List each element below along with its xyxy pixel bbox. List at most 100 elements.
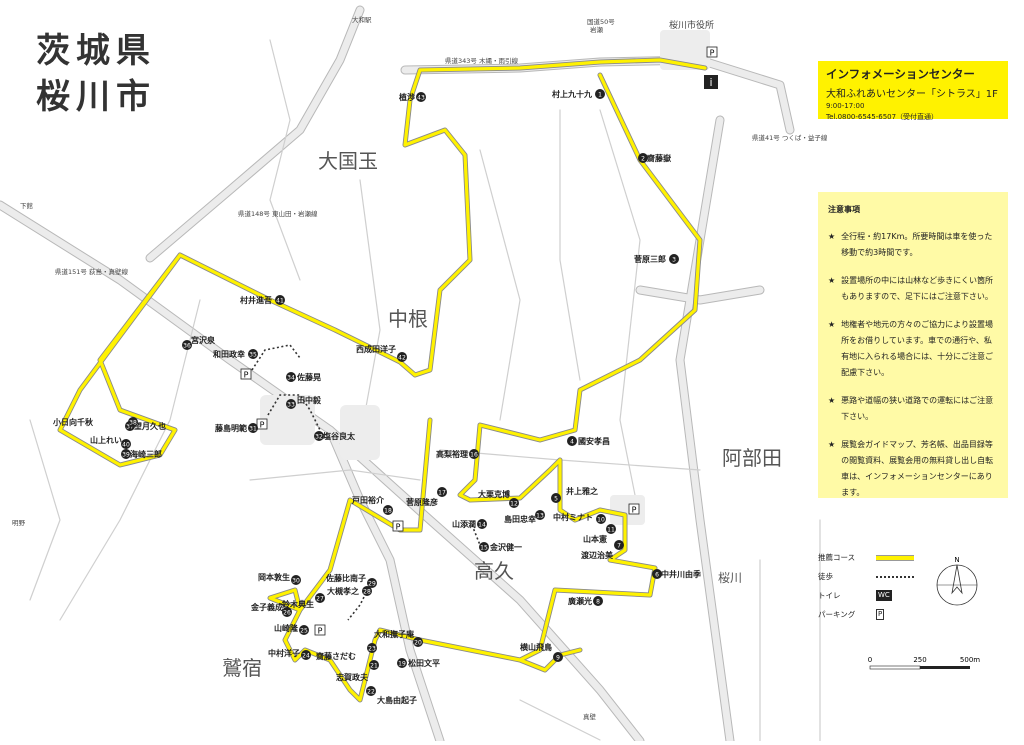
- artist-marker-number: 43: [417, 95, 425, 102]
- artist-marker-dot: [366, 686, 376, 696]
- compass-label: N: [954, 556, 959, 564]
- artist-marker-number: 17: [438, 490, 446, 497]
- parking-marker: P: [240, 368, 252, 380]
- parking-marker-label: P: [260, 421, 265, 430]
- map-title: 茨城県 桜川市: [36, 28, 176, 120]
- parking-marker: P: [706, 46, 718, 58]
- artist-marker-dot: [367, 578, 377, 588]
- area-label: 高久: [474, 559, 514, 583]
- artist-marker-dot: [121, 439, 131, 449]
- artist-marker-dot: [477, 519, 487, 529]
- artist-name-label: 齋藤さだむ: [315, 651, 356, 661]
- star-icon: ★: [828, 232, 836, 241]
- artist-marker-dot: [397, 352, 407, 362]
- artist-name-label: 佐藤晃: [296, 372, 321, 382]
- parking-marker-label: P: [396, 523, 401, 532]
- artist-marker-number: 16: [470, 452, 478, 459]
- artist-marker-number: 13: [536, 513, 544, 520]
- artist-name-label: 井上雅之: [566, 486, 598, 496]
- artist-marker-dot: [614, 540, 624, 550]
- artist-name-label: 志賀政夫: [336, 672, 369, 682]
- artist-name-label: 戸田裕介: [352, 495, 385, 505]
- artist-marker-dot: [638, 153, 648, 163]
- artist-marker-number: 41: [276, 298, 284, 305]
- legend-parking-label: パーキング: [818, 610, 856, 619]
- parking-marker-label: P: [318, 627, 323, 636]
- artist-marker-number: 15: [480, 545, 488, 552]
- artist-name-label: 山本憲: [583, 534, 607, 544]
- artist-marker-dot: [413, 637, 423, 647]
- info-center-marker[interactable]: i: [704, 75, 718, 89]
- info-heading: インフォメーションセンター: [826, 67, 975, 81]
- artist-name-label: 大島由起子: [377, 695, 417, 705]
- artist-name-label: 植渉: [398, 92, 415, 102]
- artist-name-label: 金沢健一: [489, 542, 522, 552]
- artist-name-label: 山添潤: [452, 519, 476, 529]
- artist-marker-number: 38: [129, 420, 137, 427]
- artist-name-label: 廣瀬光: [568, 596, 592, 606]
- artist-marker-dot: [469, 449, 479, 459]
- place-shiyakusho: 桜川市役所: [669, 19, 714, 31]
- legend-toilet-label: トイレ: [818, 591, 841, 600]
- parking-marker-label: P: [244, 371, 249, 380]
- road-labels: 県道343号 木縄・雨引線 県道148号 東山田・岩瀬線 県道151号 荻島・真…: [12, 15, 828, 721]
- artist-name-label: 高梨裕理: [436, 449, 468, 459]
- artist-name-label: 塩谷良太: [323, 431, 356, 441]
- artist-marker-dot: [567, 436, 577, 446]
- notice-text: 悪路や道幅の狭い道路での運転にはご注意下さい。: [841, 396, 994, 421]
- notice-item: ★全行程・約17Km。所要時間は車を使った移動で約3時間です。: [828, 229, 998, 261]
- artist-name-label: 佐藤比南子: [325, 573, 366, 583]
- artist-marker-number: 7: [617, 543, 621, 550]
- artist-name-label: 島田忠幸: [504, 514, 536, 524]
- artist-marker-number: 1: [598, 92, 602, 99]
- artist-marker-number: 20: [414, 640, 422, 647]
- artist-marker-dot: [367, 643, 377, 653]
- place-makabe: 真壁: [583, 712, 597, 721]
- road-label-r50: 国道50号: [587, 17, 615, 26]
